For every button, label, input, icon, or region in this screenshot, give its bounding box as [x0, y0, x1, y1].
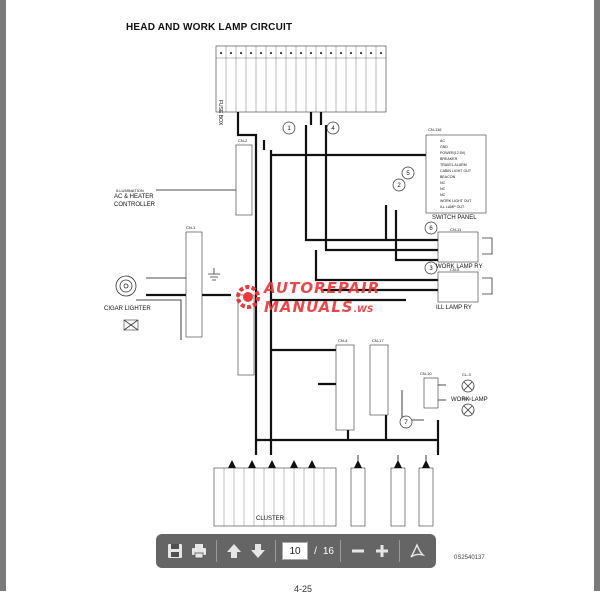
viewer-left-edge — [0, 0, 6, 591]
cigar-lighter-label: CIGAR LIGHTER — [104, 306, 151, 312]
switch-panel-pins: AC GND POWER(12.5V) BREAKER TRAVEL ALARM… — [440, 139, 472, 209]
pin-label: TRAVEL ALARM — [440, 163, 467, 167]
ill-lamp-ry-label: ILL LAMP RY — [436, 305, 472, 311]
cn17-connector — [369, 344, 389, 416]
callout-1-text: 1 — [287, 126, 291, 132]
pin-label: NC — [440, 187, 446, 191]
drawing-code: 0S2540137 — [454, 555, 485, 561]
previous-page-button[interactable] — [223, 538, 245, 564]
work-lamp-label: WORK LAMP — [451, 397, 488, 403]
pin-label: POWER(12.5V) — [440, 151, 465, 155]
cn4-connector — [335, 344, 355, 431]
callout-6 — [424, 221, 438, 235]
work-lamp-relay — [437, 231, 479, 263]
pin-label: NC — [440, 193, 446, 197]
callout-1 — [282, 121, 296, 135]
printer-icon — [192, 544, 207, 559]
pdf-viewer-toolbar: / 16 — [156, 534, 436, 568]
pin-label: BREAKER — [440, 157, 458, 161]
cl3-label: CL-3 — [462, 372, 471, 377]
total-pages: 16 — [322, 545, 334, 557]
cn17-label: CN-17 — [372, 338, 384, 343]
zoom-out-button[interactable] — [347, 538, 369, 564]
pin-label: BEACON — [440, 175, 456, 179]
callout-7-text: 7 — [404, 420, 408, 426]
cl4-label: CL-4 — [462, 396, 471, 401]
arrow-down-icon — [251, 544, 266, 558]
cn1-connector — [185, 231, 203, 338]
cn2-label: CN-2 — [238, 138, 248, 143]
page-footer-number: 4-25 — [294, 584, 313, 594]
callout-7 — [399, 415, 413, 429]
pin-label: WORK LIGHT OUT — [440, 199, 472, 203]
save-button[interactable] — [164, 538, 186, 564]
fuse-box — [215, 45, 387, 113]
ill-lamp-relay — [437, 271, 479, 303]
pin-label: AC — [440, 139, 445, 143]
circuit-diagram: FUSE BOX AC & HEATER CONTROLLER ILLUMINA… — [104, 45, 493, 527]
document-page: HEAD AND WORK LAMP CIRCUIT — [6, 0, 594, 594]
print-button[interactable] — [188, 538, 210, 564]
callout-3-text: 3 — [429, 266, 433, 272]
callout-6-text: 6 — [429, 226, 433, 232]
callout-4-text: 4 — [331, 126, 335, 132]
viewer-right-edge — [594, 0, 600, 591]
zoom-in-button[interactable] — [371, 538, 393, 564]
callout-5 — [401, 166, 415, 180]
cluster-label: CLUSTER — [256, 516, 285, 522]
callout-2-text: 2 — [397, 183, 401, 189]
work-lamp-ry-label: WORK LAMP RY — [436, 264, 482, 270]
toolbar-divider — [216, 540, 218, 562]
open-in-acrobat-button[interactable] — [406, 538, 428, 564]
save-disk-icon — [168, 544, 183, 558]
next-page-button[interactable] — [247, 538, 269, 564]
cn5-label: CN-5 — [450, 267, 460, 272]
pin-label: ILL LAMP OUT — [440, 205, 465, 209]
cn11-label: CN-11 — [450, 227, 462, 232]
callout-2 — [392, 178, 406, 192]
pin-label: NC — [440, 181, 446, 185]
toolbar-divider — [275, 540, 277, 562]
minus-icon — [351, 549, 364, 553]
arrow-up-icon — [227, 544, 242, 558]
callout-5-text: 5 — [406, 171, 410, 177]
fuse-box-label: FUSE BOX — [217, 100, 223, 126]
pin-label: GND — [440, 145, 448, 149]
toolbar-divider — [399, 540, 400, 562]
callout-4 — [326, 121, 340, 135]
cn2-connector — [235, 144, 253, 216]
plus-icon — [375, 545, 388, 557]
toolbar-divider — [339, 540, 341, 562]
cn4-label: CN-4 — [338, 338, 348, 343]
pin-label: CABIN LIGHT OUT — [440, 169, 472, 173]
cn10-label: CN-10 — [420, 371, 432, 376]
ac-heater-label-1: AC & HEATER — [114, 194, 154, 200]
cn1-label: CN-1 — [186, 225, 196, 230]
ac-heater-label-2: CONTROLLER — [114, 202, 156, 208]
cn116-label: CN-116 — [428, 127, 442, 132]
callout-3 — [424, 261, 438, 275]
page-number-input[interactable] — [282, 542, 309, 560]
page-navigator: / 16 — [282, 542, 334, 560]
switch-panel-box — [425, 134, 487, 214]
page-title: HEAD AND WORK LAMP CIRCUIT — [126, 22, 293, 33]
switch-panel-label: SWITCH PANEL — [432, 215, 477, 221]
cluster-connector — [213, 467, 337, 527]
acrobat-icon — [410, 543, 426, 558]
page-separator: / — [314, 545, 317, 557]
illumination-label: ILLUMINATION — [116, 188, 144, 193]
